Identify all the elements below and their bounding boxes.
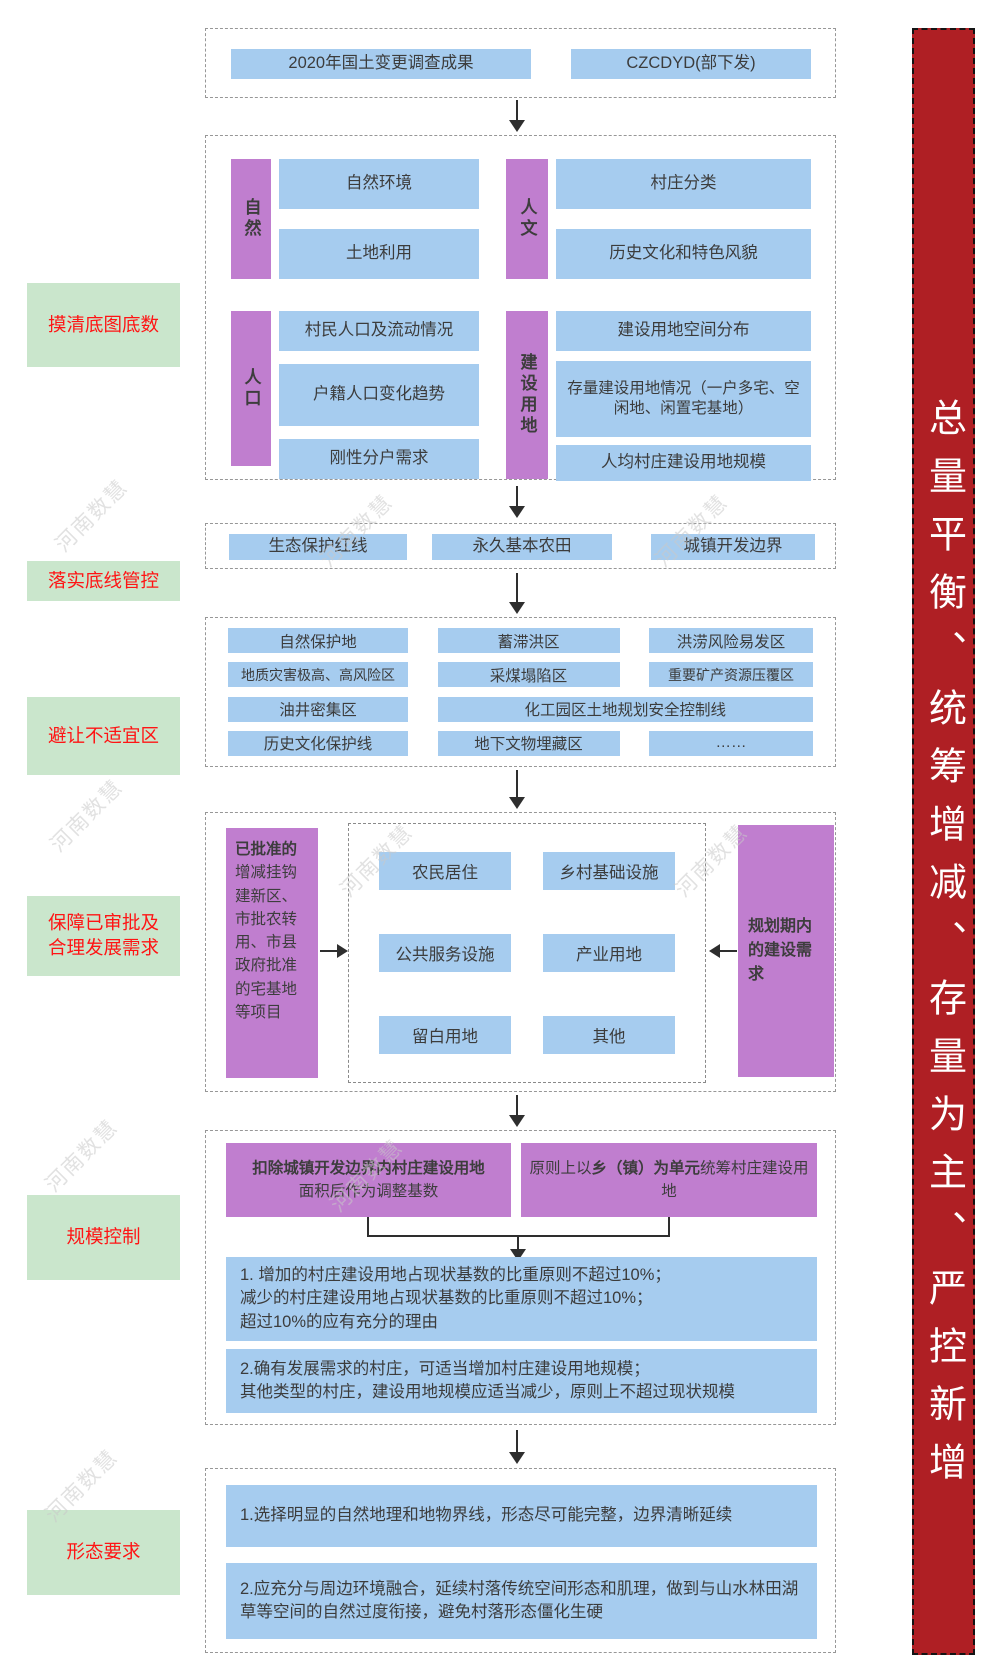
stage-label-guarantee-demand: 保障已审批及 合理发展需求 <box>27 896 180 976</box>
form-rule-note-1: 1.选择明显的自然地理和地物界线，形态尽可能完整，边界清晰延续 <box>226 1485 817 1547</box>
deduct-base-bold: 扣除城镇开发边界内村庄建设用地 <box>252 1159 485 1177</box>
flow-box-natural-env: 自然环境 <box>279 159 479 209</box>
scale-rule-note-2: 2.确有发展需求的村庄，可适当增加村庄建设用地规模； 其他类型的村庄，建设用地规… <box>226 1349 817 1413</box>
category-bar-population: 人口 <box>231 311 271 466</box>
connector-stub-left <box>367 1217 369 1237</box>
flow-box-eco-redline: 生态保护红线 <box>229 534 407 560</box>
section-base-survey: 自然 自然环境 土地利用 人文 村庄分类 历史文化和特色风貌 人口 村民人口及流… <box>205 135 836 481</box>
flow-box-oil-well: 油井密集区 <box>228 696 408 722</box>
flow-box-flood-storage: 蓄滞洪区 <box>437 628 620 653</box>
flow-box-history-protection-line: 历史文化保护线 <box>228 730 408 756</box>
watermark: 河南数慧 <box>41 1115 123 1197</box>
section-demand: 已批准的增减挂钩建新区、市批农转用、市县政府批准的宅基地等项目 农民居住 乡村基… <box>205 812 836 1092</box>
stage-label-avoid-unsuitable: 避让不适宜区 <box>27 697 180 775</box>
principle-sidebar-text: 总量平衡、统筹增减、存量为主、严控新增 <box>922 398 965 1500</box>
source-box-czcdyd: CZCDYD(部下发) <box>571 49 811 79</box>
stage-label-scale-control: 规模控制 <box>27 1195 180 1280</box>
flow-box-nature-reserve: 自然保护地 <box>228 628 408 653</box>
form-rule-note-2: 2.应充分与周边环境融合，延续村落传统空间形态和肌理，做到与山水林田湖草等空间的… <box>226 1563 817 1639</box>
township-unit-pre: 原则上以 <box>529 1159 592 1177</box>
flow-box-basic-farmland: 永久基本农田 <box>432 534 612 560</box>
flow-box-villager-flow: 村民人口及流动情况 <box>279 311 479 351</box>
arrow-right-into-uses <box>320 944 348 958</box>
flow-arrow-down <box>509 486 525 518</box>
deduct-base-rest: 面积后作为调整基数 <box>298 1183 439 1200</box>
watermark: 河南数慧 <box>46 775 128 857</box>
avoid-zone-grid: 自然保护地 蓄滞洪区 洪涝风险易发区 地质灾害极高、高风险区 采煤塌陷区 重要矿… <box>206 618 835 766</box>
flow-box-underground-relics: 地下文物埋藏区 <box>437 730 620 756</box>
flow-arrow-down <box>509 1430 525 1464</box>
approved-projects-box: 已批准的增减挂钩建新区、市批农转用、市县政府批准的宅基地等项目 <box>226 828 318 1078</box>
arrow-left-into-uses <box>709 944 737 958</box>
flow-box-spatial-distribution: 建设用地空间分布 <box>556 311 811 351</box>
section-data-sources: 2020年国土变更调查成果 CZCDYD(部下发) <box>205 28 836 98</box>
section-scale-control: 扣除城镇开发边界内村庄建设用地 面积后作为调整基数 原则上以乡（镇）为单元统筹村… <box>205 1130 836 1425</box>
planned-demand-box: 规划期内的建设需求 <box>738 825 834 1077</box>
township-unit-post: 统筹村庄建设用地 <box>661 1159 809 1200</box>
flow-box-household-trend: 户籍人口变化趋势 <box>279 364 479 426</box>
category-bar-construction-land: 建设用地 <box>506 311 548 479</box>
flow-box-split-household: 刚性分户需求 <box>279 439 479 479</box>
flow-box-per-capita-scale: 人均村庄建设用地规模 <box>556 445 811 481</box>
section-avoid-zones: 自然保护地 蓄滞洪区 洪涝风险易发区 地质灾害极高、高风险区 采煤塌陷区 重要矿… <box>205 617 836 767</box>
section-form-requirements: 1.选择明显的自然地理和地物界线，形态尽可能完整，边界清晰延续 2.应充分与周边… <box>205 1468 836 1653</box>
source-box-land-survey: 2020年国土变更调查成果 <box>231 49 531 79</box>
flow-box-chemical-park-line: 化工园区土地规划安全控制线 <box>437 696 813 722</box>
flow-box-land-use: 土地利用 <box>279 229 479 279</box>
connector-stub-right <box>668 1217 670 1237</box>
flow-box-history-culture: 历史文化和特色风貌 <box>556 229 811 279</box>
flow-box-reserved-land: 留白用地 <box>379 1016 511 1054</box>
flow-box-industrial-land: 产业用地 <box>543 934 675 972</box>
flow-box-urban-boundary: 城镇开发边界 <box>651 534 815 560</box>
flow-box-geo-hazard: 地质灾害极高、高风险区 <box>228 662 408 688</box>
stage-label-base-map: 摸清底图底数 <box>27 283 180 367</box>
land-use-inner-box: 农民居住 乡村基础设施 公共服务设施 产业用地 留白用地 其他 <box>348 823 706 1083</box>
flow-arrow-down <box>509 770 525 809</box>
deduct-base-box: 扣除城镇开发边界内村庄建设用地 面积后作为调整基数 <box>226 1143 511 1217</box>
stage-label-form-requirement: 形态要求 <box>27 1510 180 1595</box>
category-bar-humanity: 人文 <box>506 159 548 279</box>
approved-projects-bold: 已批准的 <box>235 841 298 858</box>
flow-box-village-class: 村庄分类 <box>556 159 811 209</box>
flow-box-ellipsis: …… <box>649 730 813 756</box>
flow-box-other: 其他 <box>543 1016 675 1054</box>
principle-sidebar: 总量平衡、统筹增减、存量为主、严控新增 <box>912 28 975 1655</box>
flow-arrow-down <box>509 1095 525 1127</box>
township-unit-box: 原则上以乡（镇）为单元统筹村庄建设用地 <box>521 1143 817 1217</box>
flow-box-stock-land: 存量建设用地情况（一户多宅、空闲地、闲置宅基地） <box>556 361 811 437</box>
land-use-grid: 农民居住 乡村基础设施 公共服务设施 产业用地 留白用地 其他 <box>349 824 705 1082</box>
flow-box-flood-risk: 洪涝风险易发区 <box>649 628 813 653</box>
scale-rule-note-1: 1. 增加的村庄建设用地占现状基数的比重原则不超过10%； 减少的村庄建设用地占… <box>226 1257 817 1341</box>
flow-arrow-down <box>509 100 525 132</box>
flow-box-coal-subsidence: 采煤塌陷区 <box>437 662 620 688</box>
section-control-lines: 生态保护红线 永久基本农田 城镇开发边界 <box>205 523 836 569</box>
flow-arrow-down <box>509 573 525 614</box>
flow-box-public-service: 公共服务设施 <box>379 934 511 972</box>
flow-box-rural-infrastructure: 乡村基础设施 <box>543 852 675 890</box>
township-unit-bold: 乡（镇）为单元 <box>591 1159 700 1177</box>
stage-label-redline-control: 落实底线管控 <box>27 561 180 601</box>
flow-box-mineral-overlay: 重要矿产资源压覆区 <box>649 662 813 688</box>
approved-projects-rest: 增减挂钩建新区、市批农转用、市县政府批准的宅基地等项目 <box>235 864 298 1021</box>
watermark: 河南数慧 <box>51 475 133 557</box>
flow-box-farmer-housing: 农民居住 <box>379 852 511 890</box>
category-bar-natural: 自然 <box>231 159 271 279</box>
